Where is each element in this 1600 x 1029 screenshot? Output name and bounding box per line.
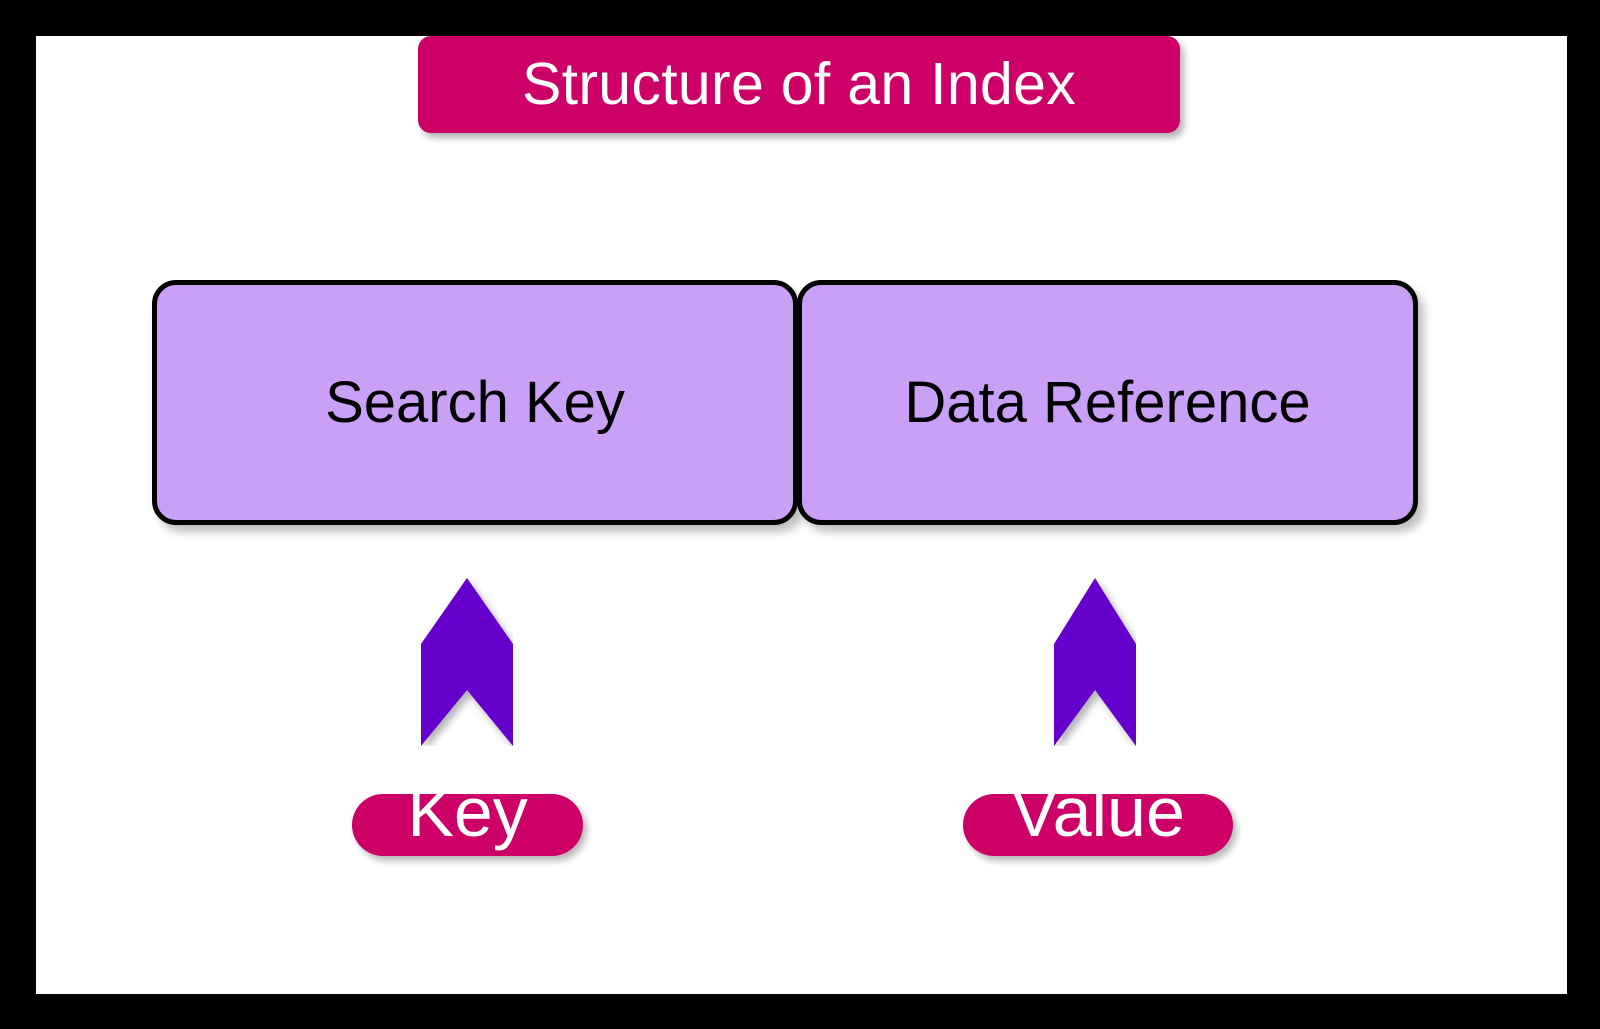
arrow-up-icon-value-glyph: [1054, 578, 1136, 746]
arrow-up-icon-key: [421, 578, 513, 746]
title-banner: Structure of an Index: [418, 36, 1180, 133]
index-field-data-reference[interactable]: Data Reference: [797, 280, 1418, 525]
slide-canvas: Structure of an Index Search Key Data Re…: [36, 36, 1567, 994]
index-field-search-key-label: Search Key: [325, 369, 625, 435]
arrow-up-icon-key-glyph: [421, 578, 513, 746]
page-title: Structure of an Index: [521, 51, 1076, 117]
arrow-up-icon-value: [1054, 578, 1136, 746]
callout-pill-value[interactable]: Value: [963, 777, 1233, 856]
index-field-search-key[interactable]: Search Key: [152, 280, 798, 525]
callout-pill-key-label: Key: [407, 773, 528, 851]
callout-pill-value-label: Value: [1011, 773, 1185, 851]
callout-pill-key[interactable]: Key: [352, 777, 583, 856]
index-field-data-reference-label: Data Reference: [904, 369, 1311, 435]
